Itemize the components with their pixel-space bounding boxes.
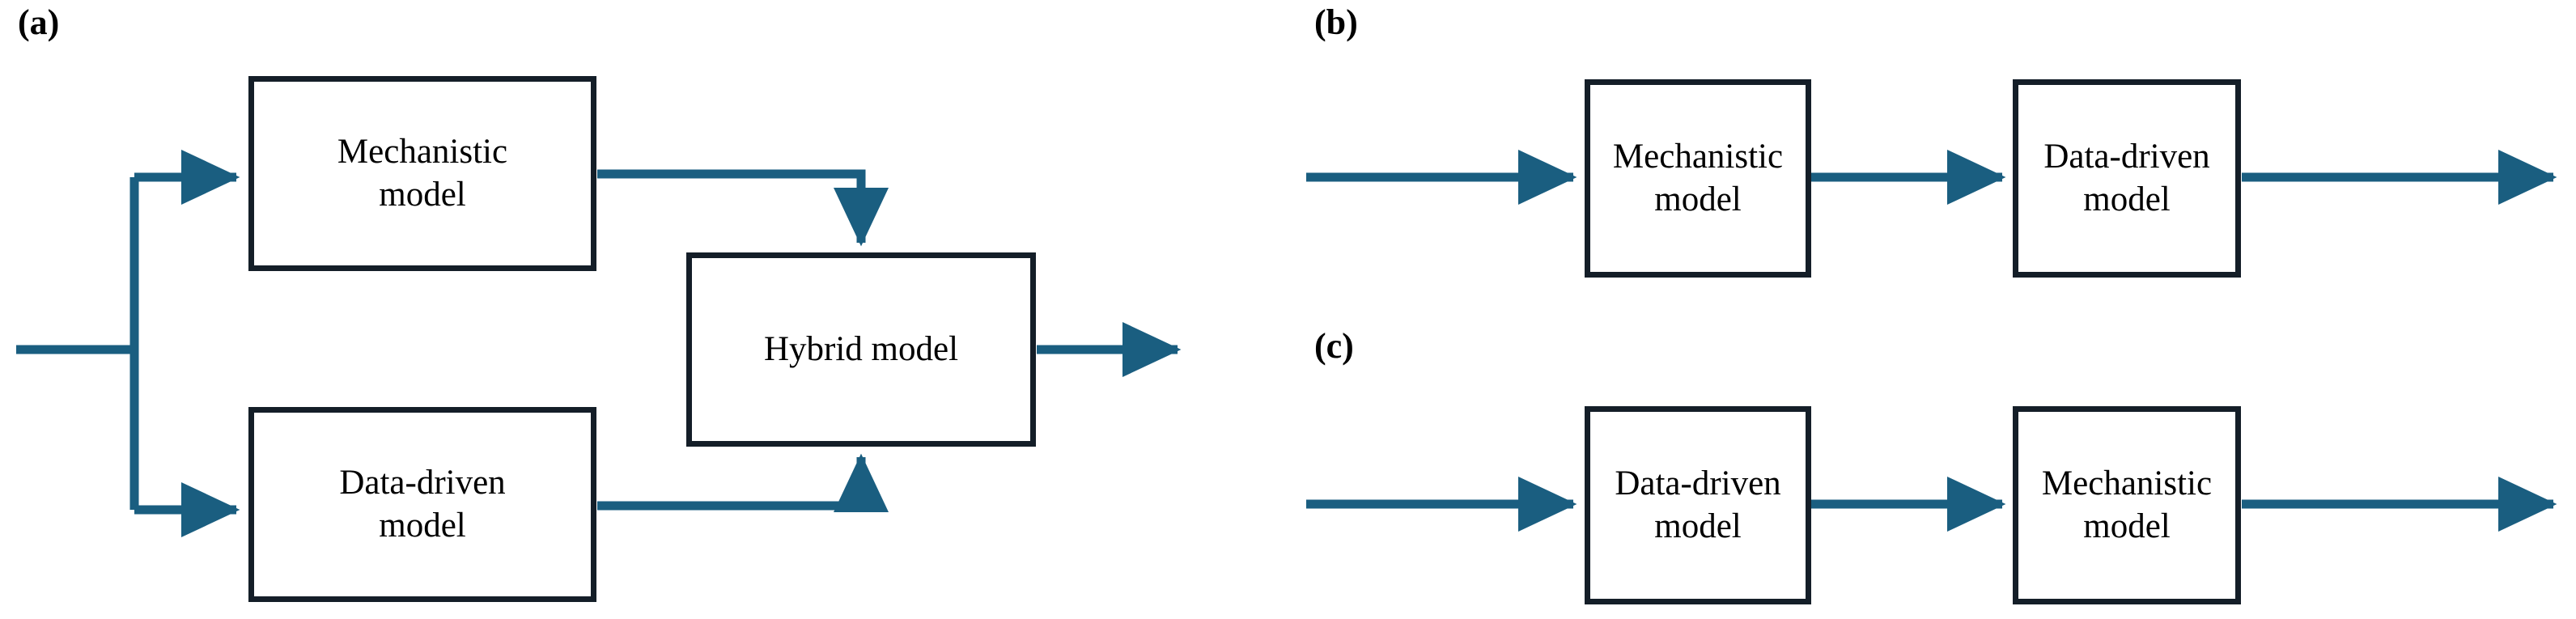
panel-a-hybrid-model-label: Hybrid model	[763, 329, 959, 368]
panel-a-data-driven-model-box[interactable]: Data-driven model	[248, 407, 596, 602]
panel-a-data-driven-model-label: Data-driven model	[339, 464, 506, 545]
panel-a-hybrid-model-box[interactable]: Hybrid model	[686, 252, 1036, 447]
panel-c-data-driven-model-box[interactable]: Data-driven model	[1585, 406, 1811, 604]
panel-label-c: (c)	[1314, 326, 1354, 366]
panel-a-mechanistic-model-box[interactable]: Mechanistic model	[248, 76, 596, 271]
panel-b-mechanistic-model-label: Mechanistic model	[1612, 138, 1784, 218]
panel-label-a: (a)	[18, 2, 60, 42]
panel-c-mechanistic-model-label: Mechanistic model	[2041, 464, 2213, 545]
panel-a-mechanistic-model-label: Mechanistic model	[337, 133, 508, 214]
panel-b-data-driven-model-box[interactable]: Data-driven model	[2013, 79, 2241, 278]
panel-c-mechanistic-model-box[interactable]: Mechanistic model	[2013, 406, 2241, 604]
panel-b-data-driven-model-label: Data-driven model	[2043, 138, 2210, 218]
panel-c-data-driven-model-label: Data-driven model	[1615, 464, 1781, 545]
panel-label-b: (b)	[1314, 2, 1358, 42]
panel-a-arrow-data-driven-to-hybrid	[597, 453, 889, 513]
panel-b-mechanistic-model-box[interactable]: Mechanistic model	[1585, 79, 1811, 278]
panel-a-arrow-mechanistic-to-hybrid	[597, 169, 889, 247]
